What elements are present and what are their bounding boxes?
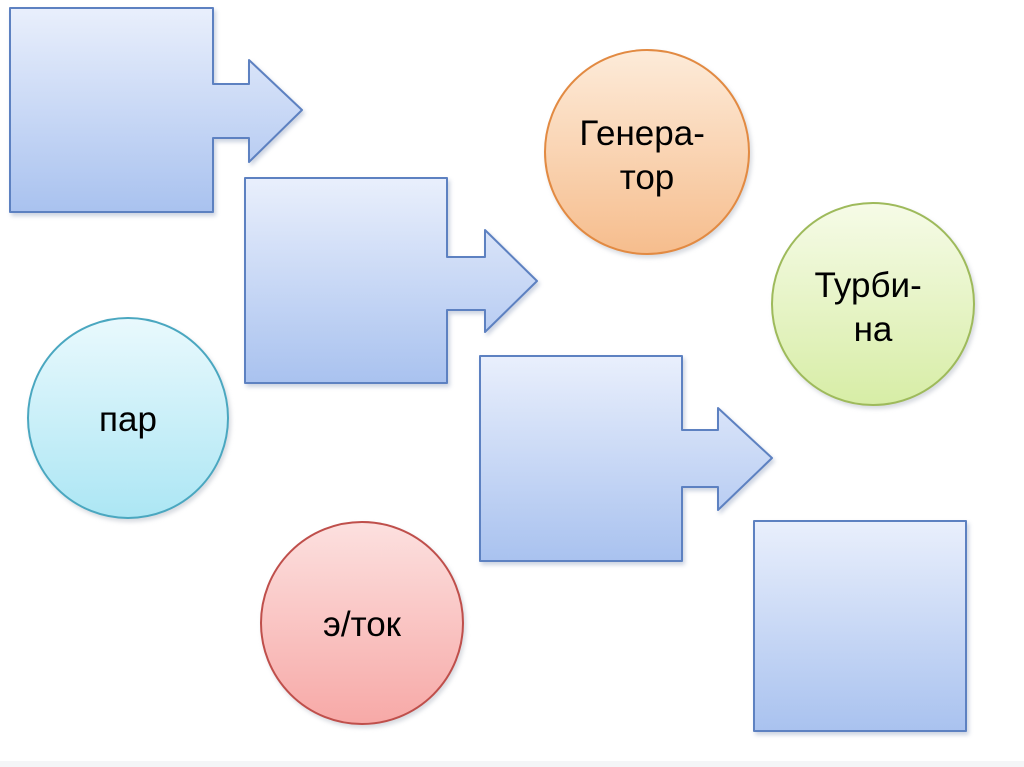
plain-square (753, 520, 967, 732)
turbine-circle (771, 202, 975, 406)
turbine-label: Турби- на (815, 266, 932, 349)
electric-current-label: э/ток (323, 605, 402, 644)
flow-square-arrow-3 (479, 355, 773, 562)
footer-strip (0, 761, 1024, 767)
steam-circle (27, 317, 229, 519)
steam-label: пар (99, 400, 157, 439)
flow-square-arrow-2 (244, 177, 538, 384)
generator-label: Генера- тор (579, 114, 714, 197)
generator-circle (544, 49, 750, 255)
electric-current-circle (260, 521, 464, 725)
flow-square-arrow-1 (9, 7, 303, 213)
